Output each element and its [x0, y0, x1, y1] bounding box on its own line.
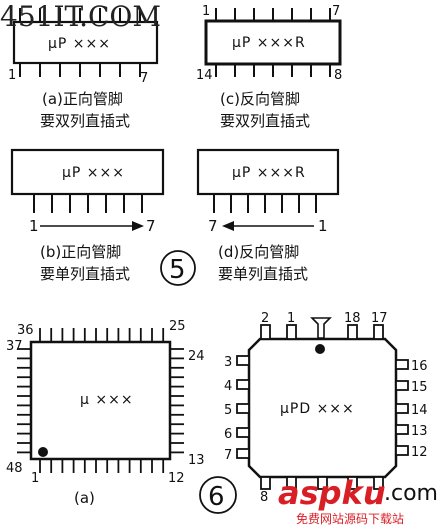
plcc-pin-1: 1 — [287, 311, 295, 326]
fig-a-dip: μP ××× 1 7 (a)正向管脚 要双列直插式 — [8, 8, 159, 130]
plcc-pin-16: 16 — [411, 359, 428, 374]
qfp-pin-13: 13 — [188, 453, 205, 468]
plcc-pin-2: 2 — [261, 311, 269, 326]
fig-c-caption-2: 要双列直插式 — [220, 112, 310, 130]
fig-c-pin-bottom-right: 8 — [334, 68, 342, 83]
qfp-bottom-pins — [39, 459, 165, 473]
qfp-top-pins — [39, 328, 165, 342]
fig-a-chip-label: μP ××× — [48, 36, 111, 52]
plcc-pin-14: 14 — [411, 403, 428, 418]
qfp-chip: μ ××× 36 25 37 24 48 13 1 12 (a) — [6, 319, 205, 507]
fig-b-pin-left: 1 — [29, 217, 39, 235]
plcc-chip: μPD ××× 2 1 18 17 3 4 5 6 7 16 15 14 13 … — [224, 311, 428, 505]
plcc-pin-13: 13 — [411, 424, 428, 439]
circled-number-6: 6 — [199, 476, 237, 514]
fig-c-caption-1: (c)反向管脚 — [220, 90, 300, 108]
fig-c-top-pins — [215, 8, 331, 21]
fig-a-caption-2: 要双列直插式 — [40, 112, 130, 130]
qfp-pin-24: 24 — [188, 349, 205, 364]
circled-5-text: 5 — [169, 255, 186, 285]
plcc-bottom-pins — [260, 476, 384, 490]
fig-a-caption-1: (a)正向管脚 — [42, 90, 123, 108]
plcc-pin-5: 5 — [224, 403, 232, 418]
qfp-caption: (a) — [74, 489, 95, 507]
qfp-pin-25: 25 — [169, 319, 186, 334]
fig-b-arrowhead — [132, 221, 144, 231]
fig-a-chip-body — [12, 20, 159, 65]
fig-d-chip-body — [196, 148, 340, 196]
plcc-pin-15: 15 — [411, 380, 428, 395]
fig-a-pin-last: 7 — [140, 71, 148, 86]
fig-c-bottom-pins — [215, 64, 331, 77]
fig-c-chip-body — [204, 19, 342, 66]
watermark-footer: 免费网站源码下载站 — [296, 511, 404, 526]
qfp-pin-37: 37 — [6, 339, 23, 354]
plcc-pin1-marker — [315, 344, 325, 354]
qfp-pin-48: 48 — [6, 461, 23, 476]
watermark-brand-suffix: .com — [384, 481, 438, 506]
fig-d-pin-right: 1 — [318, 217, 328, 235]
fig-c-chip-label: μP ×××R — [232, 35, 306, 51]
plcc-pin-8: 8 — [260, 490, 268, 505]
plcc-pin-17: 17 — [371, 311, 388, 326]
fig-b-pin-right: 7 — [146, 217, 156, 235]
plcc-pin-12: 12 — [411, 445, 428, 460]
qfp-chip-body — [29, 340, 172, 461]
plcc-right-pins — [395, 359, 409, 456]
fig-c-pin-bottom-left: 14 — [196, 68, 213, 83]
qfp-left-pins — [17, 348, 31, 454]
fig-b-chip-label: μP ××× — [62, 165, 125, 181]
fig-a-top-pins — [19, 8, 141, 22]
plcc-pin-7: 7 — [224, 448, 232, 463]
qfp-right-pins — [170, 348, 184, 454]
circled-number-5: 5 — [160, 250, 196, 286]
watermark-aspku: aspku .com 免费网站源码下载站 — [278, 474, 438, 526]
fig-d-pin-left: 7 — [208, 217, 218, 235]
fig-d-sip: μP ×××R 7 1 (d)反向管脚 要单列直插式 — [196, 148, 340, 283]
fig-a-pin-first: 1 — [8, 68, 16, 83]
fig-d-caption-1: (d)反向管脚 — [218, 243, 299, 261]
qfp-pin-36: 36 — [17, 323, 34, 338]
plcc-pin-4: 4 — [224, 379, 232, 394]
qfp-chip-label: μ ××× — [80, 392, 134, 408]
plcc-chip-label: μPD ××× — [280, 401, 355, 417]
fig-c-dip: μP ×××R 1 7 14 8 (c)反向管脚 要双列直插式 — [196, 4, 342, 130]
fig-d-pins — [213, 194, 317, 213]
qfp-pin1-marker — [38, 447, 48, 457]
watermark-brand: aspku — [278, 474, 386, 512]
fig-b-pins — [33, 194, 143, 213]
plcc-pin-3: 3 — [224, 355, 232, 370]
plcc-top-pins — [260, 324, 384, 340]
fig-b-caption-1: (b)正向管脚 — [40, 243, 121, 261]
fig-b-sip: μP ××× 1 7 (b)正向管脚 要单列直插式 — [10, 148, 165, 283]
qfp-pin-12: 12 — [168, 471, 185, 486]
qfp-pin-1: 1 — [31, 471, 39, 486]
fig-d-caption-2: 要单列直插式 — [218, 265, 308, 283]
fig-b-caption-2: 要单列直插式 — [40, 265, 130, 283]
fig-a-bottom-pins — [19, 63, 141, 77]
circled-6-text: 6 — [208, 482, 225, 512]
plcc-left-pins — [236, 355, 250, 459]
fig-c-pin-top-left: 1 — [202, 4, 210, 19]
watermark-site: 451IT.COM — [0, 0, 161, 33]
plcc-index-tab — [310, 317, 332, 339]
fig-c-pin-top-right: 7 — [332, 4, 340, 19]
plcc-pin-6: 6 — [224, 427, 232, 442]
fig-d-chip-label: μP ×××R — [232, 165, 306, 181]
plcc-pin-18: 18 — [344, 311, 361, 326]
fig-d-arrowhead — [222, 221, 234, 231]
